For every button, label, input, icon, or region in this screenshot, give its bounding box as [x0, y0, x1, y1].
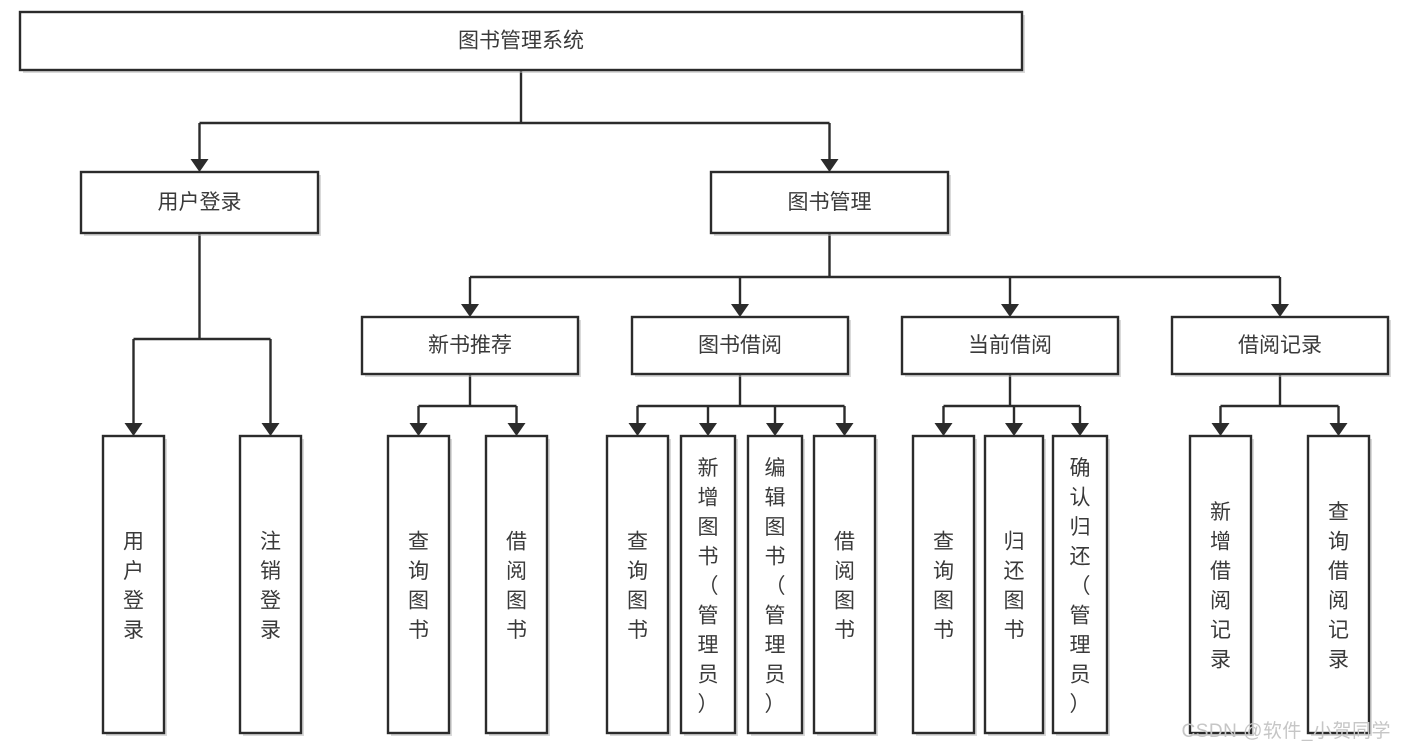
node-box[interactable] — [900, 315, 1120, 376]
node-box[interactable] — [386, 434, 451, 735]
node-label: 借阅图书 — [834, 531, 855, 643]
node-label: 查询图书 — [933, 531, 954, 643]
node-leaf-add-record[interactable]: 新增借阅记录 — [1188, 434, 1254, 736]
node-borrow-record[interactable]: 借阅记录 — [1170, 315, 1391, 377]
node-current-borrow[interactable]: 当前借阅 — [900, 315, 1121, 377]
node-box[interactable] — [812, 434, 877, 735]
node-book-manage[interactable]: 图书管理 — [709, 170, 951, 236]
node-leaf-add-book[interactable]: 新增图书（管理员） — [679, 434, 738, 736]
node-leaf-confirm-return[interactable]: 确认归还（管理员） — [1051, 434, 1110, 736]
csdn-watermark: CSDN @软件_小贺同学 — [1181, 721, 1391, 742]
node-leaf-query-record[interactable]: 查询借阅记录 — [1306, 434, 1372, 736]
node-leaf-return-book[interactable]: 归还图书 — [983, 434, 1046, 736]
node-box[interactable] — [1051, 434, 1109, 735]
node-box[interactable] — [746, 434, 804, 735]
node-label: 新增借阅记录 — [1210, 501, 1231, 672]
node-label: 查询图书 — [627, 531, 648, 643]
node-label: 图书借阅 — [698, 334, 782, 357]
node-layer: 图书管理系统用户登录图书管理新书推荐图书借阅当前借阅借阅记录用户登录注销登录查询… — [18, 10, 1391, 736]
node-label: 归还图书 — [1004, 531, 1025, 643]
connector-layer — [124, 70, 1348, 436]
node-label: 用户登录 — [123, 531, 144, 643]
node-label: 当前借阅 — [968, 334, 1052, 357]
node-box[interactable] — [630, 315, 850, 376]
node-box[interactable] — [238, 434, 303, 735]
node-label: 查询图书 — [408, 531, 429, 643]
node-label: 编辑图书（管理员） — [765, 457, 786, 716]
node-box[interactable] — [911, 434, 976, 735]
node-label: 图书管理系统 — [458, 30, 584, 53]
node-box[interactable] — [79, 170, 320, 235]
node-leaf-query-book-2[interactable]: 查询图书 — [605, 434, 671, 736]
node-label: 借阅图书 — [506, 531, 527, 643]
node-label: 新书推荐 — [428, 334, 512, 357]
node-box[interactable] — [679, 434, 737, 735]
node-box[interactable] — [1306, 434, 1371, 735]
node-root[interactable]: 图书管理系统 — [18, 10, 1025, 73]
node-leaf-query-book-3[interactable]: 查询图书 — [911, 434, 977, 736]
node-leaf-borrow-book-2[interactable]: 借阅图书 — [812, 434, 878, 736]
node-box[interactable] — [18, 10, 1024, 72]
node-label: 图书管理 — [788, 191, 872, 214]
node-label: 查询借阅记录 — [1328, 501, 1349, 672]
node-label: 注销登录 — [260, 531, 281, 643]
node-new-book-recommend[interactable]: 新书推荐 — [360, 315, 581, 377]
node-box[interactable] — [1170, 315, 1390, 376]
node-user-login[interactable]: 用户登录 — [79, 170, 321, 236]
node-leaf-edit-book[interactable]: 编辑图书（管理员） — [746, 434, 805, 736]
node-leaf-query-book-1[interactable]: 查询图书 — [386, 434, 452, 736]
node-box[interactable] — [360, 315, 580, 376]
node-label: 借阅记录 — [1238, 334, 1322, 357]
node-leaf-logout[interactable]: 注销登录 — [238, 434, 304, 736]
node-box[interactable] — [484, 434, 549, 735]
node-leaf-borrow-book-1[interactable]: 借阅图书 — [484, 434, 550, 736]
node-box[interactable] — [709, 170, 950, 235]
node-label: 新增图书（管理员） — [698, 457, 719, 716]
node-label: 确认归还（管理员） — [1070, 457, 1091, 716]
node-box[interactable] — [983, 434, 1045, 735]
node-box[interactable] — [101, 434, 166, 735]
node-label: 用户登录 — [158, 191, 242, 214]
node-box[interactable] — [1188, 434, 1253, 735]
node-leaf-user-login[interactable]: 用户登录 — [101, 434, 167, 736]
node-box[interactable] — [605, 434, 670, 735]
node-book-borrow[interactable]: 图书借阅 — [630, 315, 851, 377]
